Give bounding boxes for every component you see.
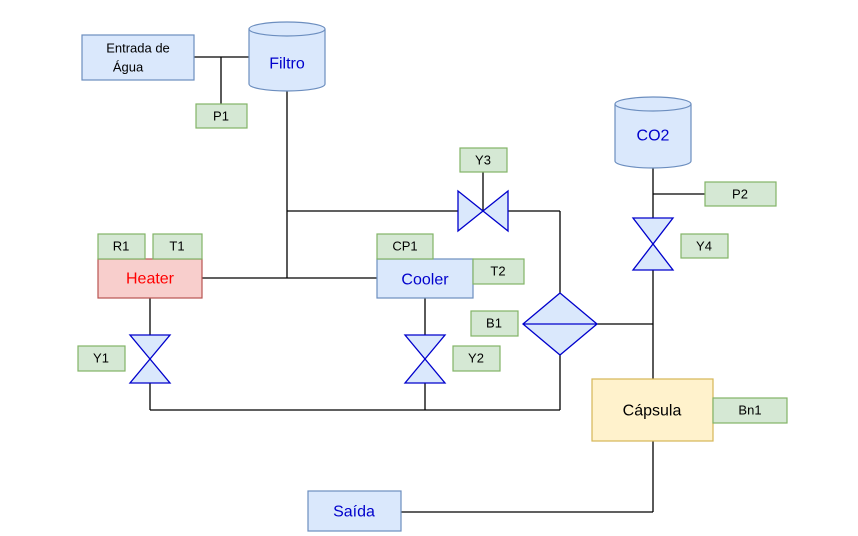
tag-t2-label: T2	[490, 264, 505, 279]
valve-y1	[128, 334, 172, 384]
tag-bn1: Bn1	[712, 397, 788, 424]
tag-y3-label: Y3	[475, 153, 491, 168]
capsula-box: Cápsula	[591, 378, 714, 442]
tag-p2-label: P2	[732, 187, 748, 202]
tag-cp1-label: CP1	[392, 239, 417, 254]
tag-y2-label: Y2	[468, 351, 484, 366]
valve-y2	[403, 334, 447, 384]
tag-p2: P2	[704, 181, 777, 207]
mixer-b1	[521, 292, 599, 356]
tag-y4-label: Y4	[696, 239, 712, 254]
cooler-label: Cooler	[401, 272, 449, 289]
connection-lines	[149, 56, 705, 513]
entrada-label-line2: Água	[113, 60, 144, 75]
tag-t1: T1	[152, 233, 203, 260]
tag-p1: P1	[195, 103, 248, 129]
tag-p1-label: P1	[213, 109, 229, 124]
heater-box: Heater	[97, 258, 203, 299]
tag-r1-label: R1	[113, 239, 130, 254]
tag-cp1: CP1	[376, 233, 434, 260]
tag-b1-label: B1	[486, 316, 502, 331]
entrada-label-line1: Entrada de	[106, 41, 170, 56]
heater-label: Heater	[126, 271, 175, 288]
tag-t1-label: T1	[169, 239, 184, 254]
tag-t2: T2	[472, 258, 525, 285]
tag-b1: B1	[470, 310, 519, 337]
co2-label: CO2	[637, 128, 670, 145]
tag-y1: Y1	[77, 345, 126, 372]
tag-r1: R1	[97, 233, 146, 260]
valve-y3	[457, 172, 509, 233]
tag-y1-label: Y1	[93, 351, 109, 366]
saida-label: Saída	[333, 504, 375, 521]
tag-y3: Y3	[459, 147, 508, 173]
tag-y2: Y2	[452, 345, 501, 372]
valve-y4	[631, 217, 675, 271]
filtro-tank: Filtro	[248, 21, 326, 92]
saida-box: Saída	[307, 490, 402, 532]
filtro-label: Filtro	[269, 56, 305, 73]
cooler-box: Cooler	[376, 258, 474, 299]
tag-bn1-label: Bn1	[738, 403, 761, 418]
entrada-de-agua-box: Entrada de Água	[81, 34, 195, 81]
capsula-label: Cápsula	[623, 403, 682, 420]
tag-y4: Y4	[680, 233, 729, 259]
co2-tank: CO2	[614, 96, 692, 169]
